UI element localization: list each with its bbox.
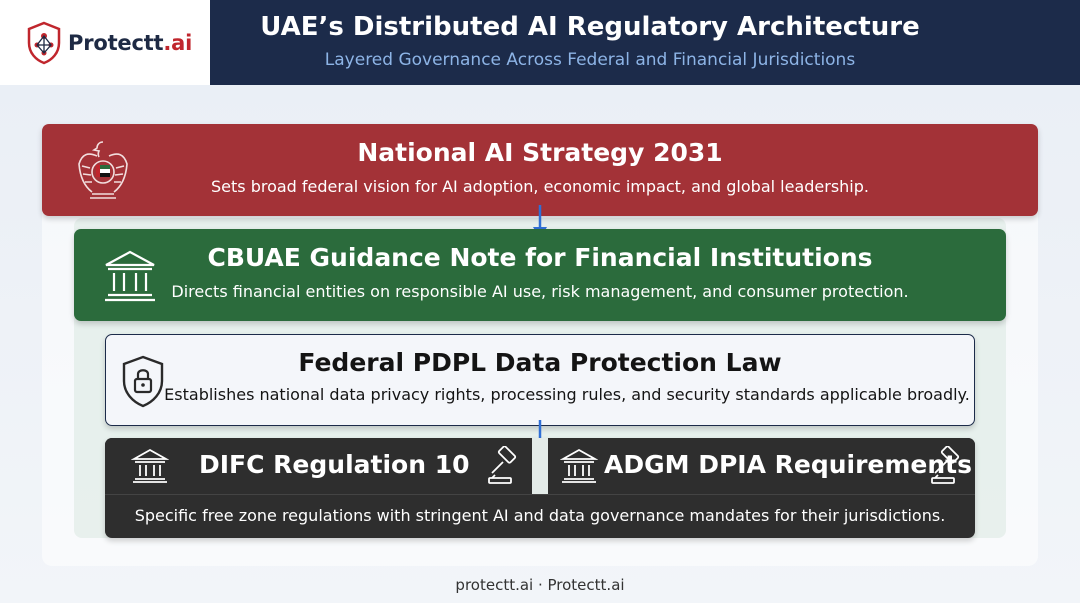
logo-text: Protectt.ai <box>68 30 193 55</box>
layer-description: Sets broad federal vision for AI adoptio… <box>211 177 869 196</box>
difc-title: DIFC Regulation 10 <box>199 450 470 479</box>
shield-logo-icon <box>27 21 61 64</box>
layer-free-zone-regulations: DIFC Regulation 10 <box>105 438 975 538</box>
adgm-title: ADGM DPIA Requirements <box>604 450 973 479</box>
page-title: UAE’s Distributed AI Regulatory Architec… <box>260 12 920 42</box>
difc-block: DIFC Regulation 10 <box>105 438 532 494</box>
divider <box>105 494 975 495</box>
title-band: UAE’s Distributed AI Regulatory Architec… <box>210 0 1080 85</box>
layer-national-ai-strategy: National AI Strategy 2031 Sets broad fed… <box>42 124 1038 216</box>
header: Protectt.ai UAE’s Distributed AI Regulat… <box>0 0 1080 85</box>
layer-title: National AI Strategy 2031 <box>357 138 723 167</box>
footer: protectt.ai · Protectt.ai <box>455 576 625 594</box>
page-subtitle: Layered Governance Across Federal and Fi… <box>324 50 856 70</box>
shield-lock-icon <box>122 355 164 408</box>
gavel-icon <box>931 446 960 484</box>
block-separator <box>532 438 548 494</box>
uae-emblem-icon <box>78 141 128 199</box>
layer-description: Directs financial entities on responsibl… <box>171 282 909 301</box>
layer-title: CBUAE Guidance Note for Financial Instit… <box>207 243 873 272</box>
adgm-block: ADGM DPIA Requirements <box>548 438 975 494</box>
logo: Protectt.ai <box>0 0 210 85</box>
layer-description: Specific free zone regulations with stri… <box>134 506 946 525</box>
layer-cbuae-guidance: CBUAE Guidance Note for Financial Instit… <box>74 229 1006 321</box>
free-zone-header-row: DIFC Regulation 10 <box>105 438 975 494</box>
bank-building-icon <box>131 448 169 483</box>
layer-title: Federal PDPL Data Protection Law <box>298 348 782 377</box>
layer-description: Establishes national data privacy rights… <box>164 385 970 404</box>
layer-federal-pdpl: Federal PDPL Data Protection Law Establi… <box>105 334 975 426</box>
gavel-icon <box>488 446 517 484</box>
bank-building-icon <box>560 448 598 483</box>
bank-building-icon <box>105 250 155 302</box>
